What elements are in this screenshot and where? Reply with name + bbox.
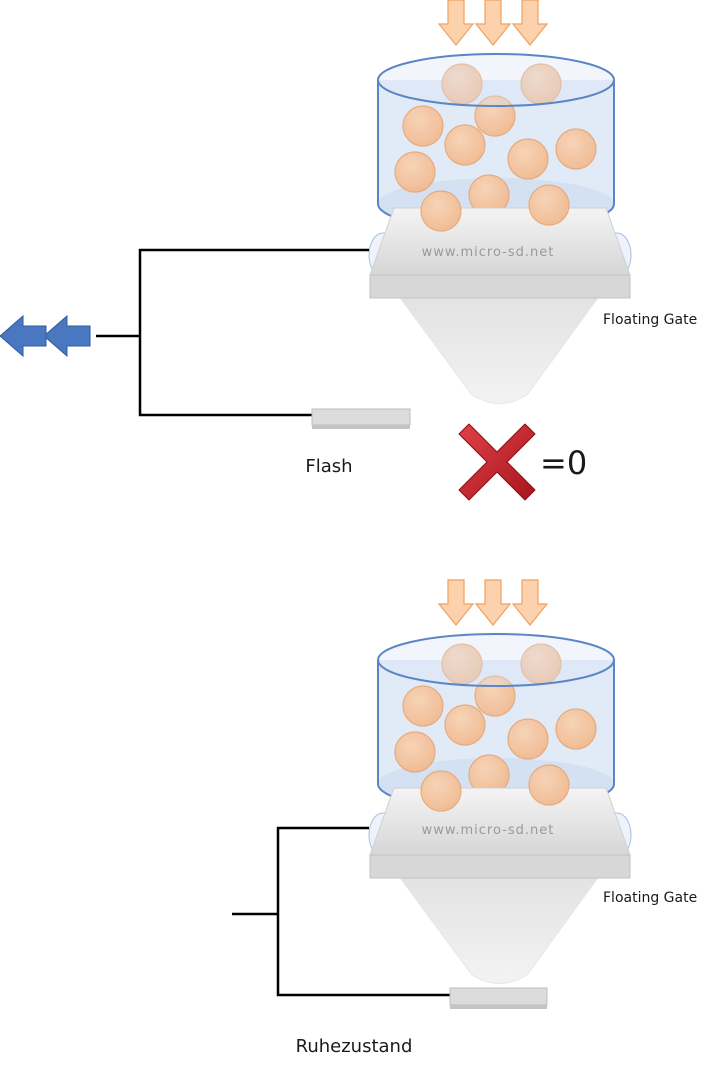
electron-ball [507,718,549,760]
electron-ball [420,190,462,232]
down-arrow-icon [437,579,475,626]
electron-ball [555,708,597,750]
electron-ball [444,124,486,166]
electron-ball [507,138,549,180]
bottom-electron-front-group [420,764,570,812]
electron-ball [394,151,436,193]
electron-ball [444,704,486,746]
down-arrow-icon [474,579,512,626]
top-panel: www.micro-sd.net Floating Gate Flash =0 [0,0,697,501]
bottom-cylinder-rim [377,633,615,687]
down-arrow-icon [511,0,549,46]
top-terminal [311,408,411,426]
top-electron-front-group [420,184,570,232]
left-arrow-group [0,314,91,358]
electron-ball [420,770,462,812]
x-mark-icon [458,423,536,501]
down-arrow-icon [474,0,512,46]
bottom-floating-gate-plate [368,787,632,984]
top-floating-gate-plate [368,207,632,404]
top-result-text: =0 [540,444,587,482]
electron-ball [394,731,436,773]
left-arrow-icon [0,314,47,358]
bottom-watermark: www.micro-sd.net [422,823,555,838]
electron-ball [402,685,444,727]
bottom-terminal [449,987,548,1006]
top-state-label: Flash [305,456,352,477]
down-arrow-icon [437,0,475,46]
bottom-state-label: Ruhezustand [296,1036,413,1057]
bottom-floating-gate-label: Floating Gate [603,890,697,906]
top-cylinder-rim [377,53,615,107]
down-arrow-icon [511,579,549,626]
electron-ball [402,105,444,147]
top-wire [138,248,369,417]
down-arrow-group [437,0,549,46]
electron-ball [528,184,570,226]
bottom-wire [276,826,450,997]
top-floating-gate-label: Floating Gate [603,312,697,328]
electron-ball [555,128,597,170]
electron-ball [528,764,570,806]
top-watermark: www.micro-sd.net [422,245,555,260]
left-arrow-icon [43,314,91,358]
bottom-panel: www.micro-sd.net Floating Gate Ruhezusta… [232,579,697,1057]
down-arrow-group [437,579,549,626]
